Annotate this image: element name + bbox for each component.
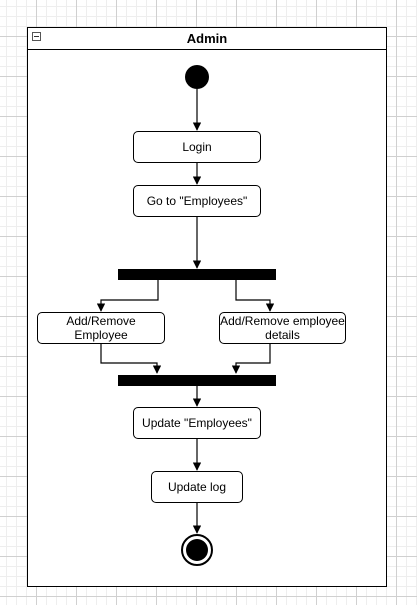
action-update-log-label: Update log [167,480,227,494]
swimlane-title: Admin [186,31,228,46]
swimlane-header: Admin [28,28,386,50]
edge-fork-to-add-remove-details [235,279,275,312]
edge-fork-to-add-remove-employee [96,279,159,312]
fork-bar[interactable] [118,269,276,280]
action-update-log[interactable]: Update log [151,471,243,503]
collapse-icon[interactable] [32,32,41,41]
action-add-remove-employee-details[interactable]: Add/Remove employee details [219,312,346,344]
action-update-employees-label: Update "Employees" [142,416,252,430]
action-add-remove-employee-label: Add/Remove Employee [66,314,136,342]
end-node-inner [186,539,208,561]
action-login[interactable]: Login [133,131,261,163]
edge-add-remove-details-to-join [231,344,271,374]
end-node[interactable] [181,534,213,566]
edge-add-remove-employee-to-join [100,344,162,374]
action-login-label: Login [182,140,212,154]
join-bar[interactable] [118,375,276,386]
action-go-to-employees[interactable]: Go to "Employees" [133,185,261,217]
action-update-employees[interactable]: Update "Employees" [133,407,261,439]
action-go-to-employees-label: Go to "Employees" [146,194,248,208]
action-add-remove-employee[interactable]: Add/Remove Employee [37,312,165,344]
action-add-remove-employee-details-label: Add/Remove employee details [220,314,345,342]
start-node[interactable] [185,65,209,89]
